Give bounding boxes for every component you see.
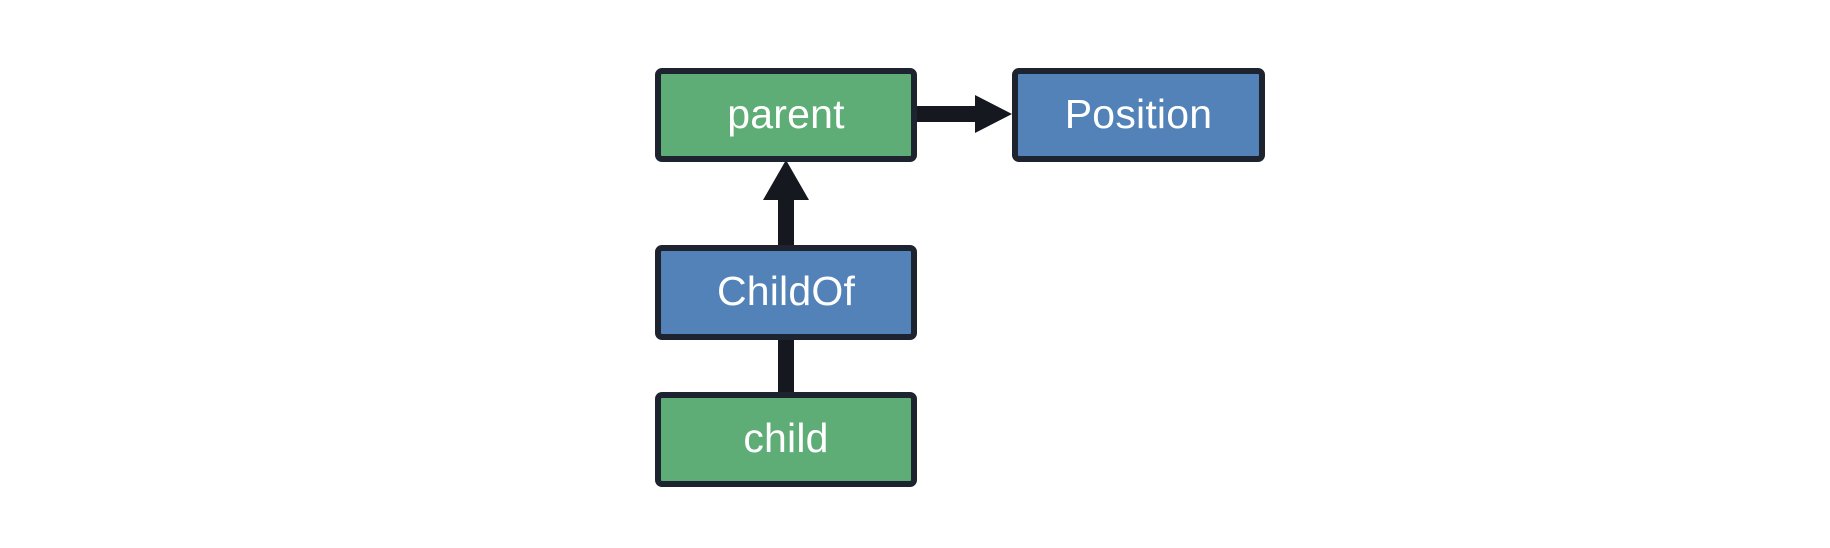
edge-parent-to-position (915, 95, 1012, 133)
node-child-label: child (743, 415, 829, 461)
node-parent[interactable]: parent (655, 68, 917, 162)
node-position-label: Position (1064, 90, 1213, 137)
node-position[interactable]: Position (1012, 68, 1265, 162)
node-childof[interactable]: ChildOf (655, 245, 917, 340)
node-childof-label: ChildOf (716, 268, 856, 314)
edge-child-to-childof (778, 338, 794, 394)
node-child[interactable]: child (655, 392, 917, 487)
edge-childof-to-parent (763, 160, 809, 246)
node-parent-label: parent (727, 90, 845, 137)
